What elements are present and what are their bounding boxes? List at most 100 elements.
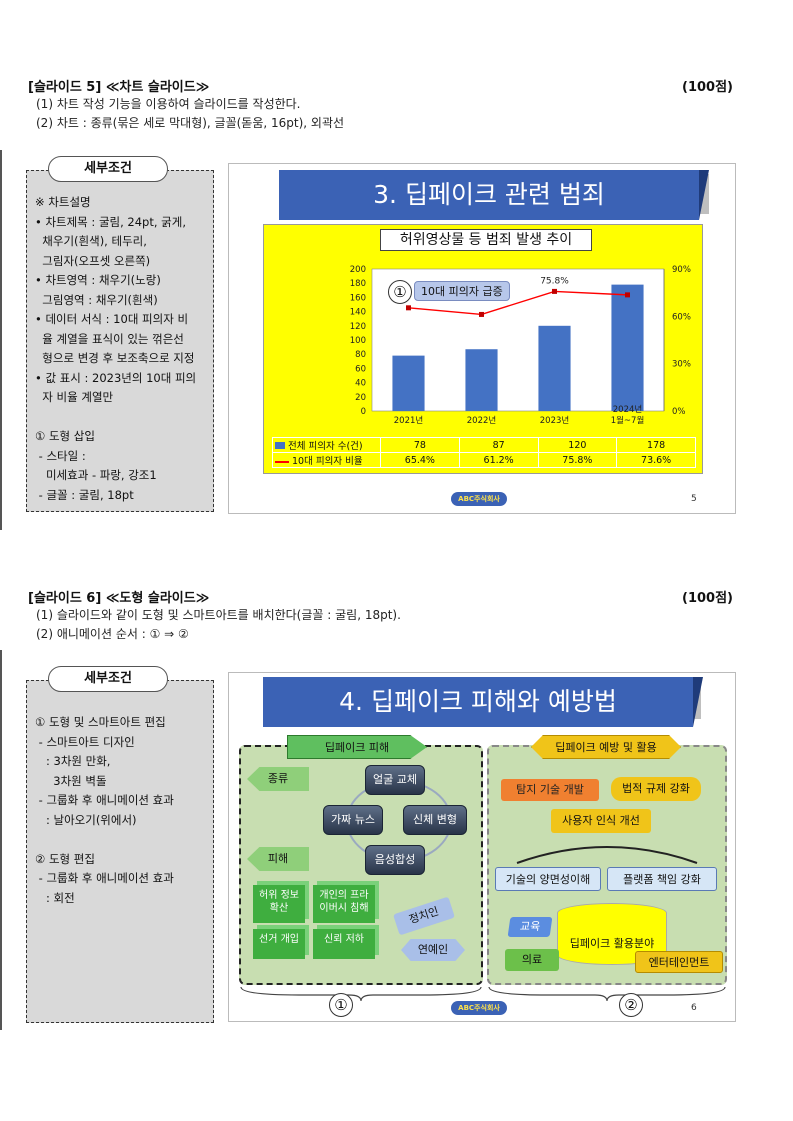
- table-cell: 178: [616, 437, 696, 453]
- y-tick-label: 0: [361, 407, 366, 417]
- section6-points: (100점): [682, 591, 733, 606]
- category-label: 2021년: [394, 415, 423, 426]
- section5-title: [슬라이드 5] ≪차트 슬라이드≫: [28, 80, 210, 95]
- arc-connector: [516, 846, 698, 864]
- category-label: 2024년: [613, 404, 642, 415]
- table-cell: 73.6%: [616, 452, 696, 468]
- bar-3: [538, 325, 571, 411]
- harm-label: 피해: [247, 847, 309, 871]
- data-label-2023: 75.8%: [540, 276, 569, 286]
- y-tick-label: 160: [350, 293, 366, 303]
- item-platform: 플랫폼 책임 강화: [607, 867, 717, 891]
- y2-tick-label: 0%: [672, 407, 686, 417]
- y2-tick-label: 30%: [672, 360, 691, 370]
- company-logo: ABC주식회사: [451, 492, 507, 506]
- slide5-page-number: 5: [691, 494, 697, 504]
- cube-misinfo: 허위 정보 확산: [253, 885, 305, 923]
- ratio-point-1: [406, 305, 411, 311]
- section6-conditions-text: ① 도형 및 스마트아트 편집 - 스마트아트 디자인 : 3차원 만화, 3차…: [35, 715, 174, 905]
- type-label: 종류: [247, 767, 309, 791]
- section5-req2: (2) 차트 : 종류(묶은 세로 막대형), 글꼴(돋움, 16pt), 외곽…: [36, 116, 345, 130]
- legend-key: [275, 442, 285, 449]
- category-label: 2022년: [467, 415, 496, 426]
- item-awareness: 사용자 인식 개선: [551, 809, 651, 833]
- section6-req2: (2) 애니메이션 순서 : ① ⇒ ②: [36, 627, 189, 641]
- cube-trust: 신뢰 저하: [313, 929, 375, 959]
- section6-title: [슬라이드 6] ≪도형 슬라이드≫: [28, 591, 210, 606]
- cycle-item-face-swap: 얼굴 교체: [365, 765, 425, 795]
- series-name: 전체 피의자 수(건): [288, 441, 363, 452]
- right-brace: [488, 986, 726, 1001]
- series-legend: 10대 피의자 비율: [272, 452, 381, 468]
- section6-heading: [슬라이드 6] ≪도형 슬라이드≫ (100점): [28, 587, 733, 606]
- slide6-page-number: 6: [691, 1003, 697, 1013]
- chart-plot: 20018016014012010080604020090%60%30%0%75…: [350, 265, 691, 426]
- slide6: 4. 딥페이크 피해와 예방법 딥페이크 피해 종류 피해 얼굴 교체 가짜 뉴…: [228, 672, 736, 1022]
- y2-tick-label: 90%: [672, 265, 691, 275]
- cube-election: 선거 개입: [253, 929, 305, 959]
- y-tick-label: 60: [355, 364, 366, 374]
- y-tick-label: 20: [355, 393, 366, 403]
- y-tick-label: 80: [355, 350, 366, 360]
- y-tick-label: 40: [355, 379, 366, 389]
- y-tick-label: 100: [350, 336, 366, 346]
- legend-key: [275, 460, 289, 463]
- table-cell: 87: [458, 437, 539, 453]
- section5-cond-tag: 세부조건: [48, 156, 168, 182]
- table-cell: 61.2%: [458, 452, 539, 468]
- table-row: 10대 피의자 비율 65.4%61.2%75.8%73.6%: [272, 452, 696, 468]
- use-education: 교육: [507, 917, 553, 937]
- section5-conditions-text: ※ 차트설명 • 차트제목 : 굴림, 24pt, 굵게, 채우기(흰색), 테…: [35, 195, 197, 502]
- ratio-point-2: [479, 311, 484, 317]
- series-legend: 전체 피의자 수(건): [272, 437, 381, 453]
- group-number-1: ①: [329, 993, 353, 1017]
- bar-1: [392, 355, 425, 411]
- ratio-line: [408, 290, 628, 316]
- y-tick-label: 140: [350, 308, 366, 318]
- callout-number: ①: [388, 280, 412, 304]
- table-cell: 75.8%: [537, 452, 618, 468]
- series-name: 10대 피의자 비율: [292, 456, 363, 467]
- cycle-item-voice-synth: 음성합성: [365, 845, 425, 875]
- cycle-item-fake-news: 가짜 뉴스: [323, 805, 383, 835]
- bar-2: [465, 349, 498, 411]
- table-cell: 65.4%: [380, 452, 460, 468]
- section6-req1: (1) 슬라이드와 같이 도형 및 스마트아트를 배치한다(글꼴 : 굴림, 1…: [36, 608, 401, 622]
- table-cell: 120: [537, 437, 618, 453]
- cylinder-label: 딥페이크 활용분야: [569, 937, 655, 950]
- y-tick-label: 120: [350, 322, 366, 332]
- margin-line: [0, 150, 2, 530]
- slide5-title: 3. 딥페이크 관련 범죄: [279, 170, 709, 220]
- use-medical: 의료: [505, 949, 559, 971]
- section6-cond-tag: 세부조건: [48, 666, 168, 692]
- chart-title: 허위영상물 등 범죄 발생 추이: [380, 229, 592, 251]
- section6-conditions-box: ① 도형 및 스마트아트 편집 - 스마트아트 디자인 : 3차원 만화, 3차…: [26, 680, 214, 1023]
- item-duality: 기술의 양면성이해: [495, 867, 601, 891]
- cycle-item-body-mod: 신체 변형: [403, 805, 467, 835]
- table-cell: 78: [380, 437, 460, 453]
- y2-tick-label: 60%: [672, 312, 691, 322]
- tag-celebrity: 연예인: [401, 939, 465, 961]
- company-logo: ABC주식회사: [451, 1001, 507, 1015]
- section5-points: (100점): [682, 80, 733, 95]
- margin-line: [0, 650, 2, 1030]
- left-brace: [240, 986, 482, 1001]
- bar-4: [611, 284, 644, 411]
- cube-privacy: 개인의 프라 이버시 침해: [313, 885, 375, 923]
- ratio-point-4: [625, 292, 630, 298]
- section5-req1: (1) 차트 작성 기능을 이용하여 슬라이드를 작성한다.: [36, 97, 301, 111]
- item-regulation: 법적 규제 강화: [611, 777, 701, 801]
- chart-callout: 10대 피의자 급증: [414, 281, 510, 301]
- slide6-title: 4. 딥페이크 피해와 예방법: [263, 677, 703, 727]
- section5-heading: [슬라이드 5] ≪차트 슬라이드≫ (100점): [28, 76, 733, 95]
- use-entertainment: 엔터테인먼트: [635, 951, 723, 973]
- damage-header: 딥페이크 피해: [287, 735, 427, 759]
- prevention-header: 딥페이크 예방 및 활용: [531, 735, 681, 759]
- ratio-point-3: [552, 288, 557, 294]
- item-detection: 탐지 기술 개발: [501, 779, 599, 801]
- y-tick-label: 200: [350, 265, 366, 275]
